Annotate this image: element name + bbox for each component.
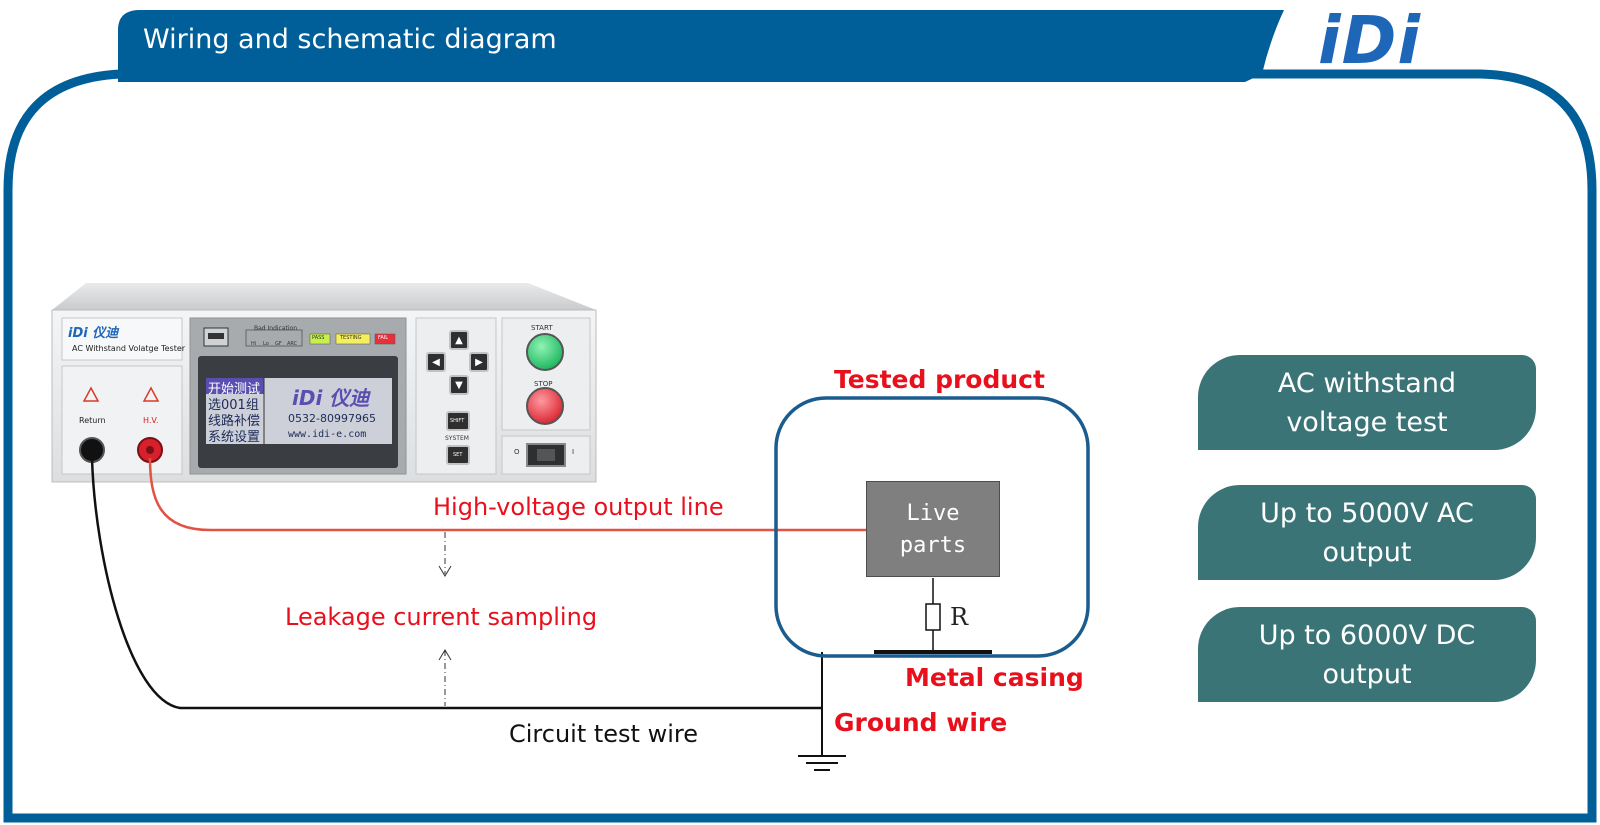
tester-model-name: AC Withstand Volatge Tester [72, 344, 186, 353]
tester-brand: iDi 仪迪 [68, 326, 119, 341]
screen-menu-2: 选001组 [208, 398, 259, 413]
header-banner [118, 10, 1284, 82]
warning-icon-return [82, 386, 100, 402]
pass-lamp [309, 333, 331, 345]
indicator-lo: Lo [263, 341, 269, 347]
screen-brand: iDi 仪迪 [292, 386, 370, 410]
indicator-arc: ARC [287, 341, 298, 347]
screen-phone: 0532-80997965 [288, 412, 376, 425]
feature-2-line-2: output [1322, 536, 1412, 568]
rounded-frame [3, 69, 1597, 823]
power-switch-panel [501, 435, 591, 475]
live-parts-line-2: parts [899, 533, 967, 558]
bad-indication-label: Bad Indication [254, 325, 298, 332]
screen-menu-1: 开始测试 [208, 382, 261, 397]
feature-3-line-2: output [1322, 658, 1412, 690]
brand-plate [61, 317, 183, 361]
feature-1-line-1: AC withstand [1277, 367, 1457, 399]
circuit-test-wire-label: Circuit test wire [509, 720, 698, 748]
return-label: Return [79, 416, 106, 425]
screen-web: www.idi-e.com [288, 429, 367, 440]
feature-1-line-2: voltage test [1286, 406, 1448, 438]
feature-2-line-1: Up to 5000V AC [1260, 497, 1474, 529]
set-key [446, 445, 470, 465]
indicator-gf: GF [275, 341, 282, 347]
arrow-right-icon[interactable]: ▶ [469, 352, 489, 372]
power-on-label: I [572, 448, 575, 456]
hv-output-line-label: High-voltage output line [433, 493, 724, 521]
fail-lamp-label: FAIL [378, 335, 389, 341]
tested-product-label: Tested product [834, 365, 1045, 394]
start-button [526, 333, 564, 371]
fail-lamp [374, 333, 396, 345]
tester-top-surface [52, 283, 596, 310]
arrow-down-icon[interactable]: ▼ [449, 375, 469, 395]
system-label: SYSTEM [445, 435, 469, 442]
hv-output-line [148, 457, 866, 532]
hv-label: H.V. [143, 416, 159, 425]
resistor-label: R [950, 603, 969, 631]
shift-key-label: SHIFT [450, 418, 465, 424]
feature-panel-dc-output: Up to 6000V DC output [1198, 607, 1536, 702]
bad-indication-box [245, 329, 303, 347]
arrow-left-icon[interactable]: ◀ [426, 352, 446, 372]
brand-logo: iDi [1318, 2, 1422, 79]
arrow-up-icon[interactable]: ▲ [449, 330, 469, 350]
testing-lamp-label: TESTING [340, 335, 362, 341]
metal-casing-label: Metal casing [905, 663, 1084, 692]
feature-3-line-1: Up to 6000V DC [1258, 619, 1476, 651]
tested-product-box [774, 396, 1090, 658]
page-title: Wiring and schematic diagram [143, 24, 557, 55]
warning-icon-hv [142, 386, 160, 402]
set-key-label: SET [453, 452, 463, 458]
power-off-label: O [514, 448, 520, 456]
ground-wire-label: Ground wire [834, 708, 1008, 737]
screen-menu-3: 线路补偿 [208, 414, 261, 429]
leakage-sampling-label: Leakage current sampling [285, 603, 598, 631]
start-label: START [531, 324, 553, 332]
feature-panel-ac-output: Up to 5000V AC output [1198, 485, 1536, 580]
testing-lamp [335, 333, 371, 345]
stop-label: STOP [534, 380, 553, 388]
circuit-test-wire [90, 457, 822, 710]
pass-lamp-label: PASS [312, 335, 325, 341]
resistor-symbol [925, 603, 941, 631]
screen-menu-4: 系统设置 [208, 430, 261, 445]
feature-panel-ac-test: AC withstand voltage test [1198, 355, 1536, 450]
shift-key [446, 411, 470, 431]
live-parts-box: Live parts [866, 481, 1000, 577]
stop-button [526, 387, 564, 425]
indicator-hi: Hi [251, 341, 257, 347]
live-parts-line-1: Live [906, 501, 960, 526]
